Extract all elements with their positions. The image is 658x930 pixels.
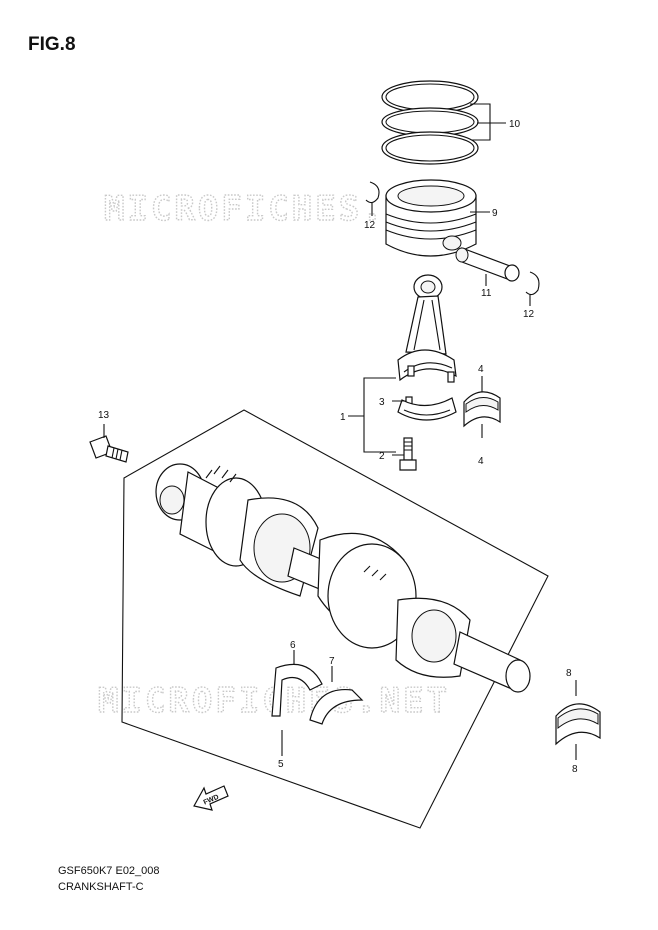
figure-title: FIG.8	[28, 34, 76, 55]
piston	[385, 179, 477, 257]
main-bearing	[555, 703, 601, 746]
figure-name: CRANKSHAFT-C	[58, 881, 144, 893]
crank-pin-bearing	[463, 391, 501, 428]
leader-10	[470, 103, 506, 141]
callout-11: 11	[481, 288, 492, 299]
crankshaft-box	[121, 409, 549, 829]
callout-2: 2	[379, 451, 385, 462]
callout-8b: 8	[572, 764, 578, 775]
piston-pin	[455, 247, 520, 282]
thrust-bearing-6	[271, 663, 323, 717]
rod-bolt	[399, 437, 417, 471]
callout-4b: 4	[478, 456, 484, 467]
callout-8a: 8	[566, 668, 572, 679]
callout-9: 9	[492, 208, 498, 219]
callout-7: 7	[329, 656, 335, 667]
connecting-rod	[397, 274, 457, 383]
callout-1: 1	[340, 412, 346, 423]
callout-12b: 12	[523, 309, 535, 320]
leader-1-2-3	[348, 377, 406, 456]
callout-12a: 12	[364, 220, 376, 231]
figure-code: GSF650K7 E02_008	[58, 865, 160, 877]
callout-10: 10	[509, 119, 521, 130]
piston-rings	[381, 80, 479, 165]
callout-13: 13	[98, 410, 110, 421]
callout-4a: 4	[478, 364, 484, 375]
bolt-13	[89, 435, 129, 463]
callout-6: 6	[290, 640, 296, 651]
circlip-right	[525, 271, 540, 296]
callout-5: 5	[278, 759, 284, 770]
fwd-arrow-icon: FWD	[193, 785, 229, 811]
circlip-left	[365, 181, 380, 204]
thrust-bearing-7	[309, 688, 364, 725]
callout-3: 3	[379, 397, 385, 408]
crankshaft	[155, 463, 531, 693]
connecting-rod-cap	[397, 396, 457, 421]
